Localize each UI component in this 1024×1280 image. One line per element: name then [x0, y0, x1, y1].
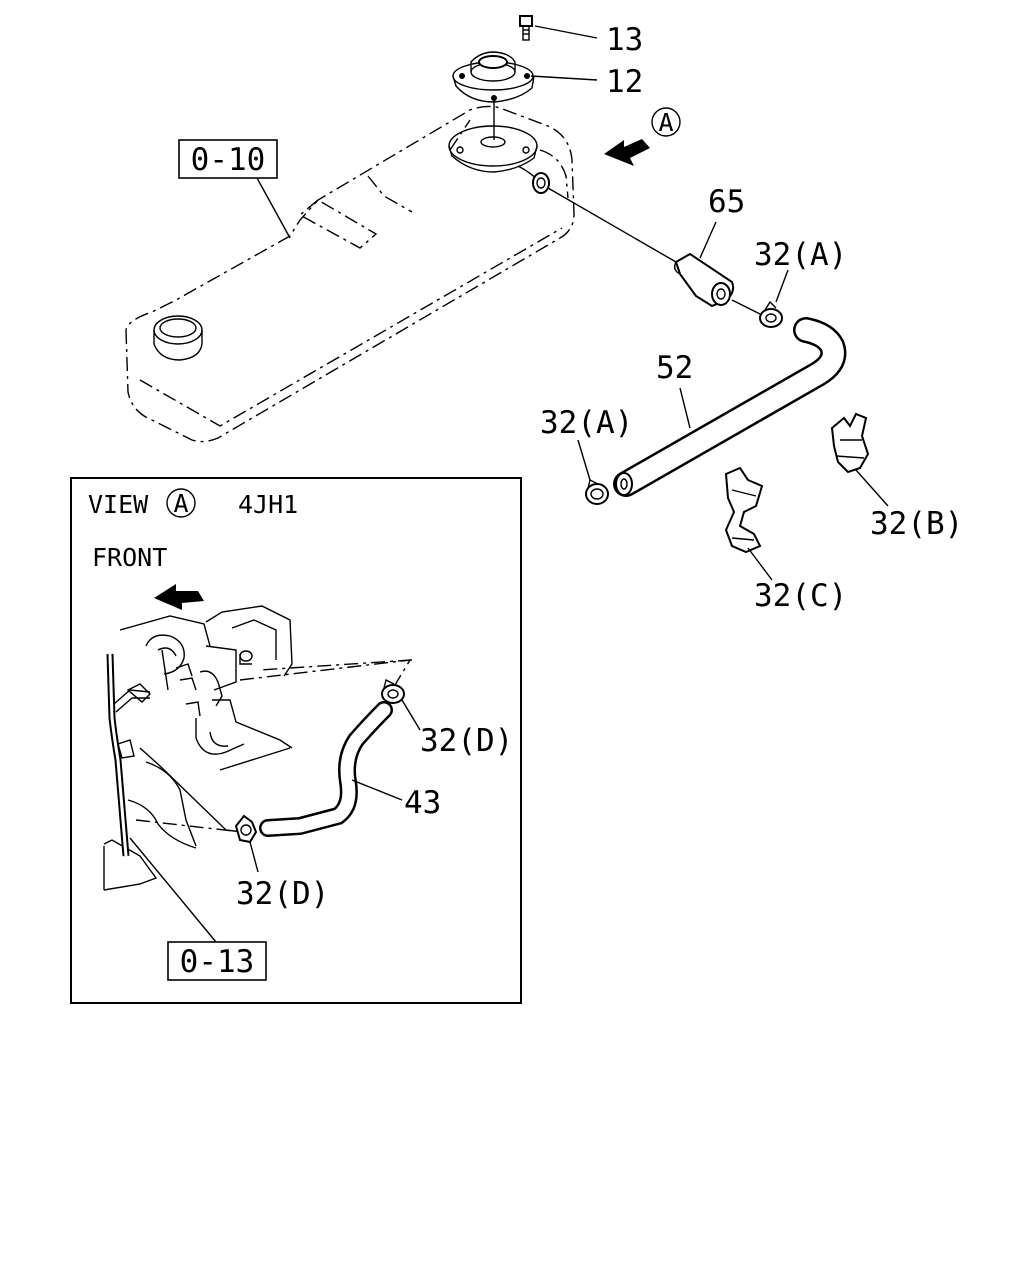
clip-32a-lower	[577, 439, 609, 505]
ref-0-10-label: 0-10	[191, 142, 266, 178]
callout-32c: 32(C)	[754, 578, 847, 614]
valve-cover	[125, 105, 575, 443]
leader-12	[530, 75, 598, 81]
breather-boss	[448, 125, 550, 194]
view-direction-arrow-icon	[604, 139, 650, 166]
clip-32d-lower	[234, 814, 259, 873]
connector-65	[547, 187, 761, 315]
view-a-title-prefix: VIEW	[88, 490, 149, 519]
engine-block-outline	[103, 605, 293, 891]
callout-32d-lower: 32(D)	[236, 876, 329, 912]
callout-32a-lower: 32(A)	[540, 405, 633, 441]
view-a-marker-letter: A	[658, 108, 673, 137]
hose-52	[613, 317, 847, 497]
front-arrow-icon	[154, 584, 204, 610]
callout-13: 13	[606, 22, 643, 58]
callout-32d-upper: 32(D)	[420, 723, 513, 759]
callout-52: 52	[656, 350, 693, 386]
clip-32c	[724, 466, 773, 581]
clip-32a-upper	[759, 269, 789, 328]
dipstick-guide	[106, 653, 151, 857]
view-a-engine: 4JH1	[238, 490, 298, 519]
clip-32b	[830, 412, 889, 507]
view-a-circle	[166, 488, 196, 518]
front-label: FRONT	[92, 543, 167, 572]
ref-box-0-10: 0-10	[178, 139, 291, 239]
leader-engine-lower	[139, 747, 243, 833]
callout-32b: 32(B)	[870, 506, 963, 542]
callout-43: 43	[404, 785, 441, 821]
view-a-title-letter: A	[173, 489, 188, 518]
callout-32a-upper: 32(A)	[754, 237, 847, 273]
clip-32d-upper	[381, 678, 421, 731]
ref-0-13-label: 0-13	[180, 944, 255, 980]
breather-cap-12	[452, 51, 535, 140]
view-a-inset: VIEW A 4JH1 FRONT	[70, 477, 522, 1004]
callout-12: 12	[606, 64, 643, 100]
callout-65: 65	[708, 184, 745, 220]
ref-line-lower-clip	[135, 819, 243, 833]
callout-labels-upper: 13 12 65 32(A) 52 32(A) 32(B) 32(C)	[540, 22, 963, 614]
view-a-marker: A	[604, 107, 681, 166]
screw-13	[519, 15, 598, 41]
ref-box-0-13: 0-13	[129, 837, 267, 981]
hose-43	[259, 701, 403, 837]
